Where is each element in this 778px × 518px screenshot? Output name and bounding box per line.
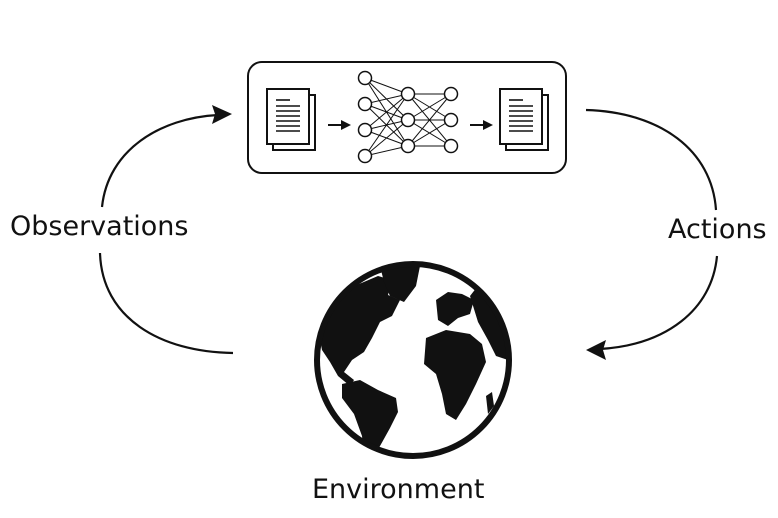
network-node	[400, 86, 416, 102]
input-document-icon	[266, 88, 316, 151]
network-edge	[364, 93, 409, 105]
network-edge	[364, 93, 409, 157]
actions-arrow	[585, 108, 719, 360]
input-arrow-icon	[328, 120, 351, 130]
network-edge	[364, 145, 409, 157]
network-edge	[407, 119, 452, 147]
network-node	[443, 86, 459, 102]
network-edge	[364, 93, 409, 131]
neural-network-icon	[357, 70, 459, 164]
network-edge	[407, 93, 452, 147]
network-node	[357, 96, 373, 112]
output-document-icon	[499, 88, 549, 151]
actions-label: Actions	[668, 214, 767, 245]
observations-label: Observations	[10, 211, 189, 242]
network-edge	[407, 93, 452, 121]
output-arrow-icon	[470, 120, 493, 130]
network-node	[400, 112, 416, 128]
environment-label: Environment	[312, 474, 485, 505]
network-node	[443, 138, 459, 154]
globe-icon	[314, 261, 512, 459]
network-edge	[364, 77, 409, 95]
observations-arrow	[98, 105, 234, 355]
network-edge	[364, 119, 409, 157]
network-node	[400, 138, 416, 154]
network-node	[357, 122, 373, 138]
network-node	[357, 148, 373, 164]
network-node	[443, 112, 459, 128]
network-node	[357, 70, 373, 86]
